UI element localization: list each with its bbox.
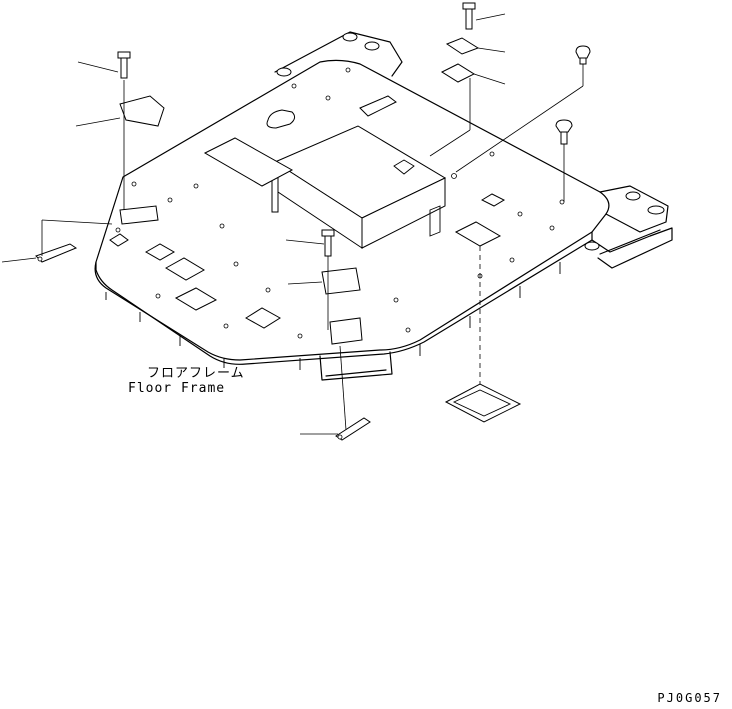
floor-plate-edge <box>95 231 593 365</box>
strap-front <box>300 345 371 441</box>
front-step <box>319 351 393 381</box>
bolt-center <box>285 229 361 330</box>
drawing-code: PJ0G057 <box>657 691 722 705</box>
control-box <box>271 125 447 249</box>
bolt-left <box>75 51 165 210</box>
floor-openings <box>109 95 506 345</box>
right-bracket <box>584 185 673 269</box>
part-label-english: Floor Frame <box>128 381 226 396</box>
floor-plate-outline <box>94 59 610 361</box>
bolt-holes <box>115 67 565 339</box>
strap-left <box>1 219 113 263</box>
part-label-japanese: フロアフレーム <box>147 366 245 381</box>
bolt-top <box>462 2 506 30</box>
pin-right <box>555 119 573 202</box>
bolt-right <box>455 45 591 173</box>
floor-mat <box>444 246 522 423</box>
rear-bracket <box>274 31 403 77</box>
plates-top <box>429 37 506 157</box>
